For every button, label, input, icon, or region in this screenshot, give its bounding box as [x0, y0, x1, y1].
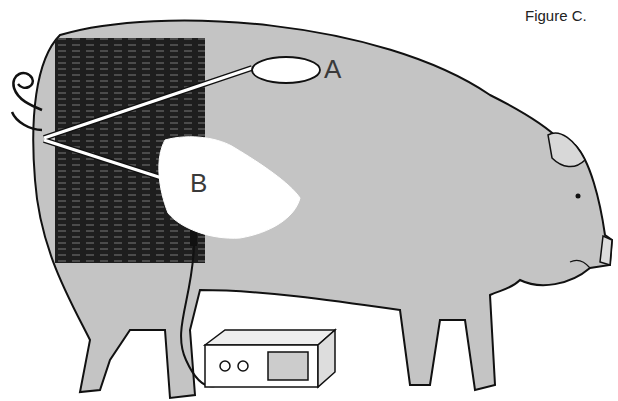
figure-label: Figure C.	[525, 7, 587, 24]
organ-outline: A	[248, 52, 348, 92]
region-letter: B	[190, 170, 207, 196]
organ-region: B	[150, 128, 305, 243]
ultrasound-unit	[205, 330, 335, 387]
pig-ear	[548, 133, 585, 167]
pig-tail	[12, 73, 42, 130]
region-letter: A	[324, 56, 341, 82]
pig-eye	[576, 194, 581, 199]
organ-region-shape	[150, 128, 305, 243]
pig-snout	[600, 236, 612, 265]
pig-body	[33, 21, 612, 398]
pig-mouth	[570, 260, 590, 268]
